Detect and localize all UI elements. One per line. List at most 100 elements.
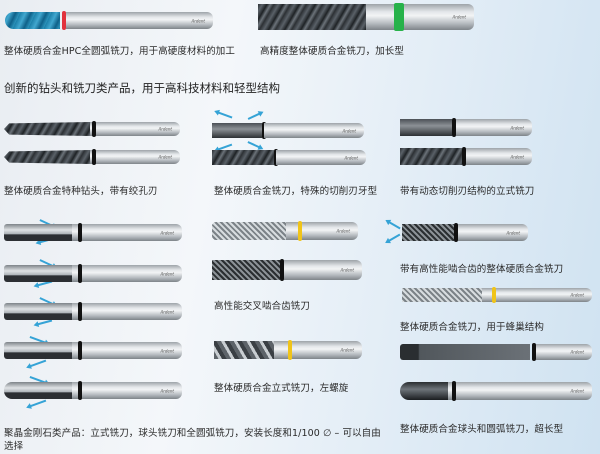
cross-tooth-head: [212, 260, 280, 280]
left-helix-end-mill-image: Ardent: [214, 340, 362, 360]
pcd-ball-mill-image-4: Ardent: [4, 341, 182, 360]
pcd-mill-image-2: Ardent: [4, 264, 182, 283]
brand-logo: Ardent: [160, 271, 174, 276]
brand-logo: Ardent: [570, 388, 584, 394]
brand-logo: Ardent: [340, 267, 354, 273]
black-ring: [78, 381, 82, 400]
black-ring: [532, 343, 536, 361]
shank: Ardent: [448, 382, 592, 400]
shank: Ardent: [456, 119, 532, 136]
yellow-ring: [298, 221, 302, 241]
chip-flow-arrow-icon: [36, 320, 53, 326]
shank: Ardent: [72, 265, 182, 282]
caption-extra-long-ball-radius-mill: 整体硬质合金球头和圆弧铣刀，超长型: [400, 424, 564, 435]
honeycomb-mill-image: Ardent: [402, 287, 592, 303]
caption-honeycomb-mill: 整体硬质合金铣刀，用于蜂巢结构: [400, 322, 545, 333]
caption-hpc-ball-end-mill: 整体硬质合金HPC全圆弧铣刀，用于高硬度材料的加工: [4, 46, 236, 57]
radius-cutting-head: [400, 344, 530, 360]
brand-logo: Ardent: [510, 154, 524, 159]
black-ring: [78, 223, 82, 242]
pcd-mill-image-1: Ardent: [4, 223, 182, 242]
high-performance-tooth-mill-image: Ardent: [402, 223, 528, 242]
fluted-head: [400, 148, 462, 165]
black-ring: [92, 149, 96, 165]
black-ring: [452, 118, 456, 137]
pcd-mill-image-3: Ardent: [4, 302, 182, 321]
brand-logo: Ardent: [160, 348, 174, 353]
brand-logo: Ardent: [506, 230, 520, 235]
black-ring: [454, 223, 458, 242]
drill-head: [4, 150, 90, 164]
black-ring: [280, 259, 284, 281]
cross-tooth-mill-image-2: Ardent: [212, 259, 362, 281]
ball-nose-head: [400, 382, 448, 400]
brand-logo: Ardent: [336, 228, 350, 234]
caption-special-edge-mill: 整体硬质合金铣刀，特殊的切削刃牙型: [214, 186, 378, 197]
shank: Ardent: [66, 12, 213, 29]
chip-flow-arrow-icon: [387, 221, 401, 230]
pcd-head: [4, 382, 72, 399]
shank: Ardent: [90, 122, 180, 136]
extra-long-radius-mill-image: Ardent: [400, 343, 592, 361]
shank: Ardent: [458, 224, 528, 241]
red-ring: [62, 11, 66, 30]
shank: Ardent: [466, 148, 532, 165]
brand-logo: Ardent: [191, 18, 205, 23]
yellow-ring: [288, 340, 292, 360]
brand-logo: Ardent: [160, 388, 174, 393]
fluted-head: [212, 123, 262, 138]
caption-pcd-line-2: 选择: [4, 441, 24, 452]
chip-flow-arrow-icon: [387, 234, 401, 243]
green-ring: [394, 3, 404, 31]
black-ring: [78, 264, 82, 283]
shank: Ardent: [72, 224, 182, 241]
dynamic-end-mill-image-1: Ardent: [400, 118, 532, 137]
pcd-head: [4, 303, 72, 320]
special-edge-mill-image-2: Ardent: [212, 149, 366, 166]
brand-logo: Ardent: [160, 309, 174, 314]
shank: Ardent: [72, 342, 182, 359]
special-drill-image-2: Ardent: [4, 149, 180, 165]
brand-logo: Ardent: [570, 292, 584, 298]
shank: Ardent: [90, 150, 180, 164]
cross-tooth-head: [212, 222, 286, 240]
brand-logo: Ardent: [570, 349, 584, 355]
shank: Ardent: [72, 382, 182, 399]
drill-head: [4, 122, 90, 136]
black-ring: [78, 302, 82, 321]
pcd-head: [4, 224, 72, 241]
shank: Ardent: [482, 288, 592, 302]
chip-flow-arrow-icon: [247, 112, 262, 120]
shank: Ardent: [284, 260, 362, 280]
caption-pcd-line-1: 聚晶金刚石类产品：立式铣刀，球头铣刀和全圆弧铣刀，安装长度和1/100 ∅ – …: [4, 428, 381, 439]
caption-cross-tooth-mill: 高性能交叉啮合齿铣刀: [214, 301, 311, 312]
shank: Ardent: [366, 4, 474, 30]
brand-logo: Ardent: [342, 128, 356, 133]
fluted-head: [400, 119, 452, 136]
black-ring: [452, 381, 456, 401]
caption-dynamic-end-mill: 带有动态切削刃结构的立式铣刀: [400, 186, 535, 197]
section-heading: 创新的钻头和铣刀类产品，用于高科技材料和轻型结构: [4, 81, 280, 95]
tooth-head: [402, 224, 454, 241]
blue-coated-head: [5, 12, 60, 29]
helical-flute-head: [258, 4, 366, 30]
caption-left-helix-end-mill: 整体硬质合金立式铣刀，左螺旋: [214, 383, 349, 394]
chip-flow-arrow-icon: [216, 111, 233, 119]
brand-logo: Ardent: [340, 347, 354, 353]
black-ring: [92, 121, 96, 137]
brand-logo: Ardent: [344, 155, 358, 160]
chip-flow-arrow-icon: [28, 400, 47, 408]
pcd-ball-mill-image-5: Ardent: [4, 381, 182, 400]
black-ring: [462, 147, 466, 166]
shank: Ardent: [286, 222, 358, 240]
helical-flute-head: [214, 341, 274, 359]
caption-high-performance-tooth-mill: 带有高性能啮合齿的整体硬质合金铣刀: [400, 264, 564, 275]
extra-long-ball-mill-image: Ardent: [400, 381, 592, 401]
yellow-ring: [492, 287, 496, 303]
shank: Ardent: [264, 123, 364, 138]
brand-logo: Ardent: [452, 14, 466, 20]
dynamic-end-mill-image-2: Ardent: [400, 147, 532, 166]
brand-logo: Ardent: [160, 230, 174, 235]
caption-long-precision-end-mill: 高精度整体硬质合金铣刀，加长型: [260, 46, 405, 57]
long-precision-end-mill-image: Ardent: [258, 3, 474, 31]
